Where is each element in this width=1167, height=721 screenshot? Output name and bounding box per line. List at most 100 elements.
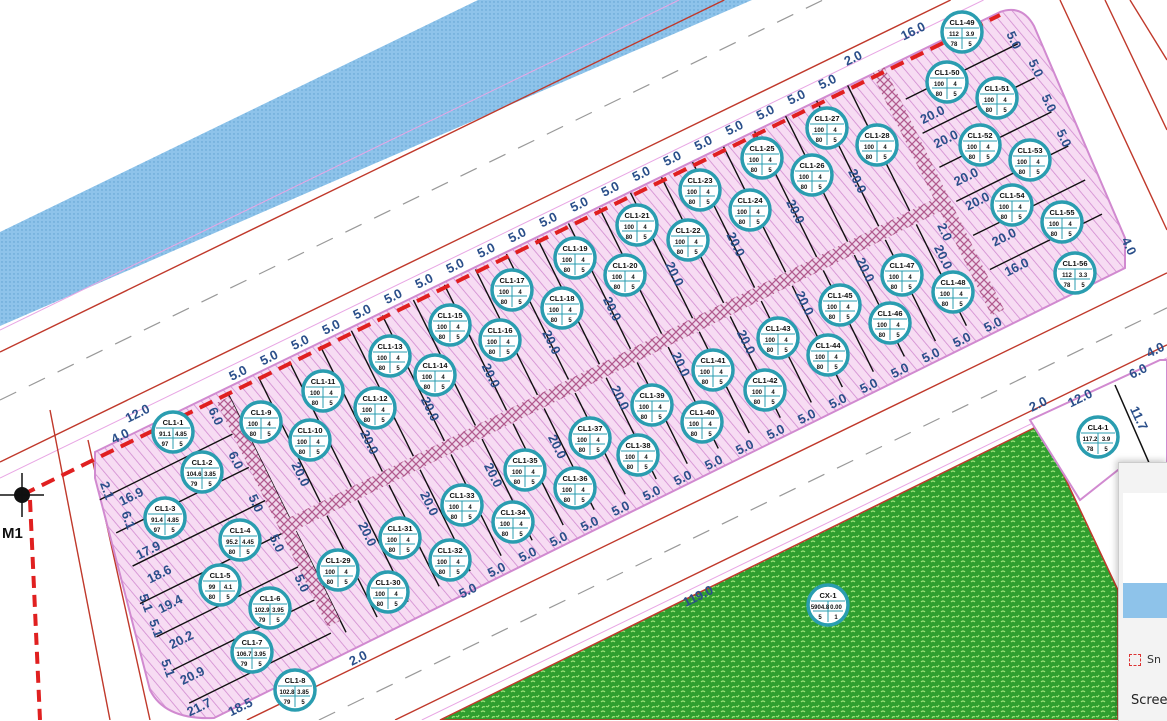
snipping-notification[interactable]: Sn Scree (1118, 462, 1167, 721)
lot-id: CL1-17 (499, 276, 524, 285)
lot-id: CL1-52 (967, 131, 992, 140)
lot-value: 5 (818, 185, 822, 191)
boundary-dashed-vertical (28, 499, 42, 720)
lot-id: CL1-14 (422, 361, 448, 370)
lot-value: 80 (377, 602, 384, 608)
lot-value: 80 (801, 185, 808, 191)
lot-value: 4 (818, 175, 822, 181)
lot-value: 5 (968, 42, 972, 48)
lot-value: 80 (641, 415, 648, 421)
lot-id: CL1-44 (815, 341, 841, 350)
snip-app-label: Sn (1147, 653, 1161, 666)
lot-value: 3.95 (272, 608, 284, 614)
lot-value: 5 (658, 415, 662, 421)
lot-value: 4 (953, 82, 957, 88)
lot-value: 4 (784, 338, 788, 344)
lot-line (319, 345, 384, 472)
lot-value: 5 (581, 268, 585, 274)
lot-value: 80 (816, 138, 823, 144)
lot-value: 80 (986, 108, 993, 114)
lot-value: 80 (514, 480, 521, 486)
dim-bottom-edge: 5.0 (547, 528, 570, 549)
lot-value: 100 (689, 422, 700, 428)
lot-value: 100 (500, 522, 511, 528)
lot-value: 100 (437, 325, 448, 331)
lot-value: 100 (799, 175, 810, 181)
lot-value: 5 (771, 400, 775, 406)
lot-value: 4 (394, 592, 398, 598)
lot-id: CL1-21 (624, 211, 649, 220)
lot-value: 4 (316, 440, 320, 446)
lot-value: 100 (512, 470, 523, 476)
lot-id: CL1-23 (687, 176, 712, 185)
lot-value: 100 (248, 422, 259, 428)
dim-label: 5.1 (146, 617, 166, 639)
screenshot-preview[interactable] (1123, 493, 1167, 618)
dim-bottom-edge: 5.0 (795, 406, 818, 427)
lot-value: 80 (439, 335, 446, 341)
road-line (394, 344, 1167, 720)
lot-id: CL1-41 (700, 356, 725, 365)
